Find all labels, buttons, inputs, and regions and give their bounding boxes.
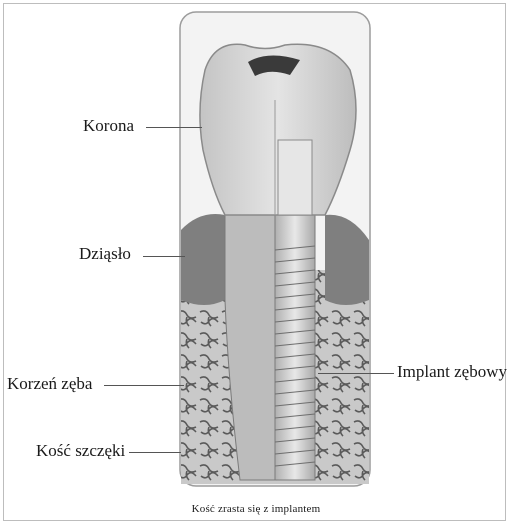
label-gum: Dziąsło <box>79 244 131 264</box>
label-implant: Implant zębowy <box>397 362 507 382</box>
figure-caption: Kość zrasta się z implantem <box>0 502 512 516</box>
leader-root <box>104 385 184 386</box>
label-root: Korzeń zęba <box>7 374 92 394</box>
leader-jaw-bone <box>129 452 181 453</box>
leader-gum <box>143 256 185 257</box>
leader-crown <box>146 127 202 128</box>
label-crown: Korona <box>83 116 134 136</box>
abutment-shape <box>278 140 312 215</box>
label-jaw-bone: Kość szczęki <box>36 441 125 461</box>
gum-left-shape <box>181 214 225 305</box>
leader-implant <box>318 373 394 374</box>
